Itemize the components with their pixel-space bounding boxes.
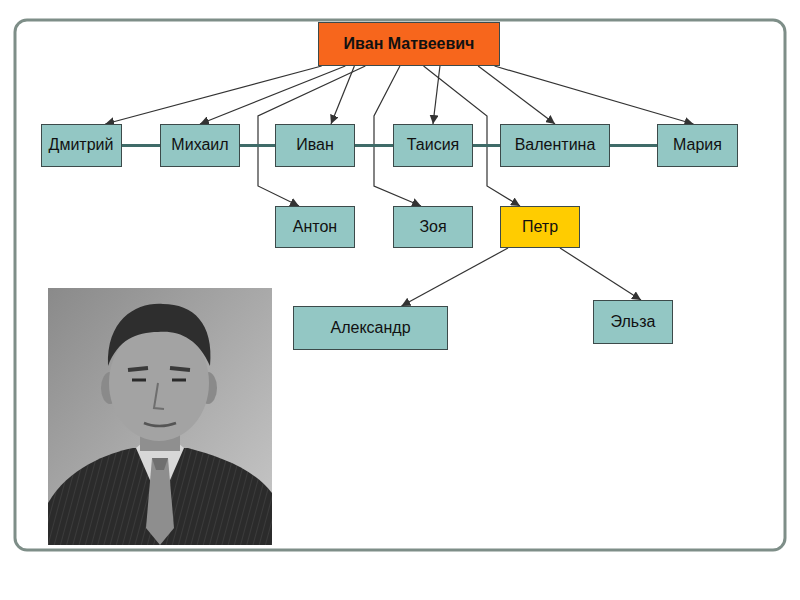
child-box: Таисия — [393, 124, 473, 167]
parent-arrow — [200, 66, 345, 124]
person-name: Антон — [293, 218, 337, 236]
person-name: Валентина — [515, 136, 596, 154]
person-name: Александр — [330, 319, 410, 337]
child-box: Мария — [657, 124, 738, 167]
person-name: Петр — [522, 218, 558, 236]
sibling-line — [473, 144, 500, 147]
child-box: Зоя — [393, 206, 473, 248]
child-box: Дмитрий — [41, 124, 122, 167]
person-name: Михаил — [171, 136, 228, 154]
parent-arrow — [402, 248, 509, 306]
child-box: Антон — [275, 206, 355, 248]
parent-arrow — [331, 66, 354, 124]
sibling-line — [355, 144, 393, 147]
person-name: Таисия — [407, 136, 460, 154]
sibling-line — [240, 144, 275, 147]
child-box: Иван — [275, 124, 355, 167]
highlight-box: Петр — [500, 206, 580, 248]
person-name: Иван Матвеевич — [344, 35, 475, 53]
grandchild-box: Эльза — [593, 300, 673, 344]
photo — [48, 288, 272, 545]
child-box: Михаил — [160, 124, 240, 167]
person-name: Эльза — [611, 313, 656, 331]
grandchild-box: Александр — [293, 306, 448, 350]
parent-arrow — [478, 66, 555, 124]
parent-arrow — [258, 66, 365, 206]
sibling-line — [122, 144, 161, 147]
person-name: Иван — [296, 136, 334, 154]
parent-arrow — [560, 248, 641, 300]
person-name: Дмитрий — [49, 136, 114, 154]
person-name: Мария — [673, 136, 722, 154]
sibling-line — [610, 144, 657, 147]
parent-arrow — [495, 66, 694, 124]
frame-border — [15, 20, 785, 550]
child-box: Валентина — [500, 124, 610, 167]
parent-arrow — [105, 66, 321, 124]
person-name: Зоя — [419, 218, 446, 236]
root-box: Иван Матвеевич — [318, 22, 500, 66]
